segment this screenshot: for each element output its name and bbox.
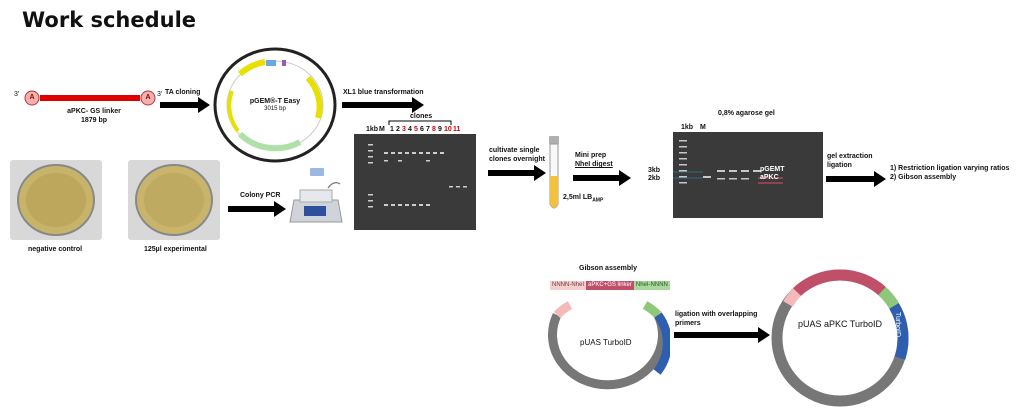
vector-size: 3015 bp (264, 106, 286, 112)
gel1-lane: 9 (438, 126, 442, 133)
gel2-marker-m: M (700, 124, 706, 131)
step-miniprep-line2: NheI digest (575, 161, 613, 168)
gibson-seg-apkc: aPKC+GS linker (586, 281, 634, 290)
gel1-bracket (388, 120, 452, 125)
plasmid1-turboid-label: TurboID (641, 334, 648, 360)
step-ligation-line1: ligation with overlapping (675, 311, 758, 318)
arrow-miniprep (573, 170, 631, 186)
gel2-label-pgemt: pGEMT (760, 166, 785, 173)
insert-a-left: A (29, 94, 35, 101)
plate-experimental-label: 125µl experimental (144, 246, 207, 253)
gel1-lane: 11 (453, 126, 461, 133)
gel1-lane: 10 (444, 126, 452, 133)
gel2-band-3kb: 3kb (648, 167, 661, 174)
step-colony-pcr: Colony PCR (240, 192, 281, 199)
plate-experimental (135, 164, 213, 236)
gibson-seg-nhei-right: NheI-NNNN (633, 281, 670, 290)
insert-size: 1879 bp (80, 117, 108, 124)
gel1-header: clones (410, 113, 433, 120)
plate-negative (17, 164, 95, 236)
plasmid1-name: pUAS TurboID (580, 338, 632, 347)
plasmid2-name: pUAS aPKC TurboID (798, 319, 883, 329)
insert-3prime-left: 3' (14, 91, 20, 98)
insert-3prime-right: 3' (157, 91, 163, 98)
step-xl1: XL1 blue transformation (343, 89, 424, 96)
step-ligation-line2: primers (675, 320, 701, 327)
gel1-lane: 5 (414, 126, 418, 133)
thermocycler-icon (289, 168, 343, 223)
gel2-title: 0,8% agarose gel (718, 110, 775, 117)
pgemt-vector-map (213, 47, 337, 163)
plasmid2-turboid-label: TurboID (894, 312, 901, 338)
insert-bar (40, 95, 140, 101)
gel2-label-apkc: aPKC (760, 174, 779, 181)
arrow-gel-extraction (826, 171, 886, 187)
arrow-cultivate (488, 165, 546, 181)
insert-construct: 3' A A 3' aPKC- GS linker 1879 bp (14, 86, 164, 136)
gibson-fragment: NNNN-NheI aPKC+GS linker NheI-NNNN (550, 281, 670, 290)
plasmid-puas-turboid (548, 301, 670, 390)
arrow-xl1 (342, 97, 424, 113)
page-title: Work schedule (22, 8, 197, 32)
arrow-ta-cloning (160, 97, 210, 113)
gel1-lane: 2 (396, 126, 400, 133)
step-miniprep-line1: Mini prep (575, 152, 607, 159)
step-cultivate-line1: cultivate single (489, 147, 540, 154)
gel1-lane: 7 (426, 126, 430, 133)
gel2-band-2kb: 2kb (648, 175, 661, 182)
insert-a-right: A (145, 94, 151, 101)
step-gel-line2: ligation (827, 162, 852, 169)
culture-tube-icon (549, 136, 559, 209)
gel1-lane: 6 (420, 126, 424, 133)
insert-drawing (24, 90, 156, 106)
gel1-lane-labels: 1 2 3 4 5 6 7 8 9 10 11 (390, 126, 461, 133)
tube-label-text: 2,5ml LB (563, 194, 593, 201)
gel1-marker-m: M (379, 126, 385, 133)
vector-name: pGEM®-T Easy (249, 98, 301, 105)
insert-name: aPKC- GS linker (67, 108, 121, 115)
gel1-lane: 1 (390, 126, 394, 133)
arrow-ligation (674, 327, 770, 343)
step-gel-line1: gel extraction (827, 153, 873, 160)
gel1-image (354, 134, 476, 230)
tube-label-sub: AMP (592, 197, 604, 204)
step-cultivate-line2: clones overnight (489, 156, 546, 163)
gel2-marker-1kb: 1kb (681, 124, 694, 131)
gel1-lane: 8 (432, 126, 436, 133)
step-ta-cloning: TA cloning (165, 89, 201, 96)
plasmid-puas-apkc-turboid (771, 269, 909, 407)
gel2-image (673, 132, 823, 218)
tube-label: 2,5ml LBAMP (563, 194, 603, 203)
next-step-2: 2) Gibson assembly (890, 174, 957, 181)
gel1-lane: 3 (402, 126, 406, 133)
gibson-title: Gibson assembly (579, 265, 637, 272)
gel1-marker-1kb: 1kb (366, 126, 379, 133)
plate-negative-label: negative control (28, 246, 83, 253)
gel1-lane: 4 (408, 126, 412, 133)
gibson-seg-nhei-left: NNNN-NheI (550, 281, 587, 290)
next-step-1: 1) Restriction ligation varying ratios (890, 165, 1010, 172)
arrow-colony-pcr (228, 201, 286, 217)
